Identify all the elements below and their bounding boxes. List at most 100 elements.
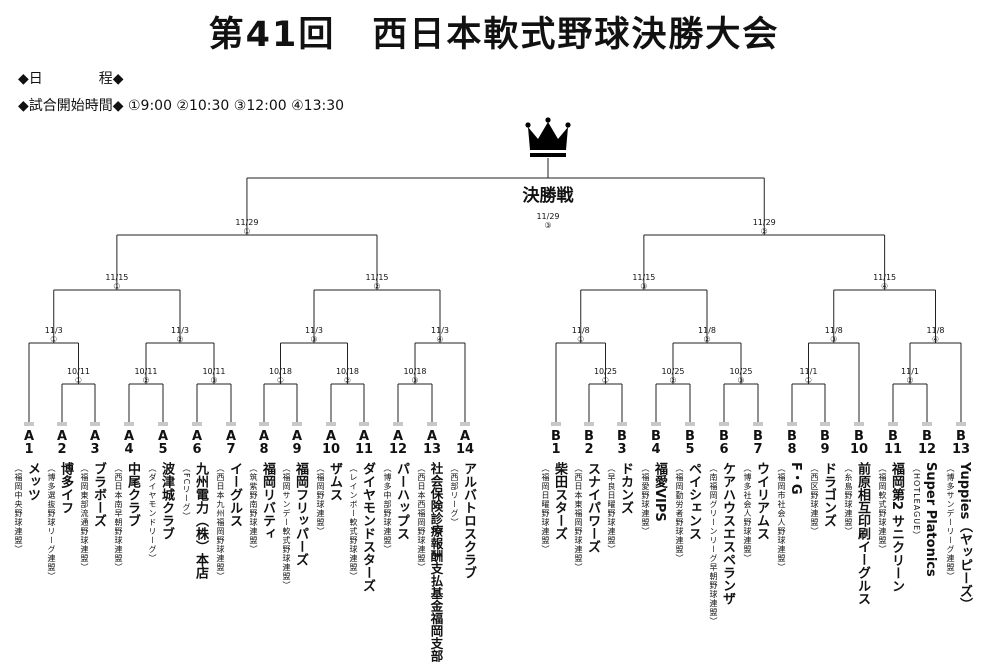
- team-organization: （福岡市社会人野球連盟）: [777, 464, 786, 572]
- team-slot-bar: [124, 422, 134, 426]
- team-number: 5: [685, 442, 695, 457]
- team-number: 7: [753, 442, 763, 457]
- team-name: パーハップス: [394, 462, 409, 540]
- schedule-label: ◆日 程◆: [18, 71, 124, 87]
- team-slot-bar: [651, 422, 661, 426]
- team-slot-bar: [922, 422, 932, 426]
- team-group-code: B: [685, 429, 695, 444]
- team-name: ザムス: [327, 462, 342, 501]
- team-slot-bar: [192, 422, 202, 426]
- team-slot-bar: [158, 422, 168, 426]
- team-organization: （福岡日曜野球連盟）: [541, 464, 550, 554]
- team-group-code: B: [719, 429, 729, 444]
- team-name: 中尾クラブ: [125, 462, 140, 527]
- start-times-label: ◆試合開始時間◆ ①9:00 ②10:30 ③12:00 ④13:30: [18, 98, 345, 114]
- team-slot-bar: [460, 422, 470, 426]
- team-organization: （ダイヤモンドリーグ）: [148, 464, 157, 563]
- team-group-code: B: [922, 429, 932, 444]
- team-organization: （西区野球連盟）: [810, 464, 819, 536]
- team-organization: （西日本九州福岡野球連盟）: [216, 464, 225, 581]
- team-group-code: A: [291, 429, 303, 444]
- team-name: スナイパワーズ: [585, 462, 600, 553]
- team-name: ブラボーズ: [91, 462, 106, 527]
- team-name: 九州電力（株）本店: [193, 462, 208, 579]
- team-slot-bar: [226, 422, 236, 426]
- team-name: 福岡リバティ: [260, 462, 275, 540]
- team-name: 社会保険診療報酬支払基金福岡支部: [428, 462, 444, 662]
- team-name: ウイリアムス: [754, 462, 769, 540]
- team-organization: （福岡サンデー軟式野球連盟）: [282, 464, 291, 590]
- team-number: 9: [292, 442, 302, 457]
- team-group-code: A: [191, 429, 203, 444]
- team-name: ケアハウスエスペランザ: [720, 462, 735, 605]
- final-game-label: ③: [544, 221, 551, 230]
- team-slot-bar: [753, 422, 763, 426]
- team-organization: （博多サンデーリーグ連盟）: [946, 464, 955, 581]
- team-organization: （西部リーグ）: [450, 464, 459, 527]
- team-group-code: A: [459, 429, 471, 444]
- team-number: 11: [883, 442, 903, 457]
- team-organization: （博多社会人野球連盟）: [743, 464, 752, 563]
- team-organization: （筑紫野南野球連盟）: [249, 464, 258, 554]
- team-group-code: A: [258, 429, 270, 444]
- team-number: 10: [321, 442, 341, 457]
- team-group-code: B: [888, 429, 898, 444]
- team-group-code: B: [956, 429, 966, 444]
- team-group-code: A: [225, 429, 237, 444]
- team-organization: （早良日曜野球連盟）: [607, 464, 616, 554]
- team-name: 前原相互印刷イーグルス: [855, 462, 870, 605]
- team-number: 12: [388, 442, 408, 457]
- team-group-code: A: [157, 429, 169, 444]
- team-number: 2: [57, 442, 67, 457]
- team-number: 13: [422, 442, 442, 457]
- team-number: 3: [90, 442, 100, 457]
- team-slot-bar: [888, 422, 898, 426]
- team-group-code: B: [584, 429, 594, 444]
- team-name: ペイシェンス: [686, 462, 701, 540]
- team-number: 6: [192, 442, 202, 457]
- team-group-code: A: [23, 429, 35, 444]
- team-organization: （HOTLEAGUE）: [912, 464, 921, 541]
- team-group-code: A: [325, 429, 337, 444]
- team-name: アルバトロスクラブ: [461, 462, 476, 579]
- team-number: 14: [455, 442, 475, 457]
- team-name: 福愛VIPS: [652, 462, 667, 522]
- team-slot-bar: [820, 422, 830, 426]
- team-number: 4: [651, 442, 661, 457]
- team-slot-bar: [259, 422, 269, 426]
- team-organization: （西日本西福岡野球連盟）: [417, 464, 426, 572]
- team-group-code: A: [89, 429, 101, 444]
- team-group-code: B: [820, 429, 830, 444]
- team-name: 柴田スターズ: [552, 462, 567, 540]
- team-group-code: B: [617, 429, 627, 444]
- team-slot-bar: [685, 422, 695, 426]
- team-name: 波津城クラブ: [159, 462, 174, 540]
- final-date-label: 11/29: [536, 212, 559, 221]
- team-slot-bar: [551, 422, 561, 426]
- team-slot-bar: [393, 422, 403, 426]
- crown-icon: [528, 122, 568, 157]
- team-organization: （博多選抜野球リーグ連盟）: [47, 464, 56, 581]
- team-name: ダイヤモンドスターズ: [360, 462, 375, 592]
- team-number: 2: [584, 442, 594, 457]
- team-name: Yuppies（ヤッピーズ）: [957, 462, 972, 611]
- team-group-code: A: [392, 429, 404, 444]
- team-name: ドカンズ: [618, 462, 633, 514]
